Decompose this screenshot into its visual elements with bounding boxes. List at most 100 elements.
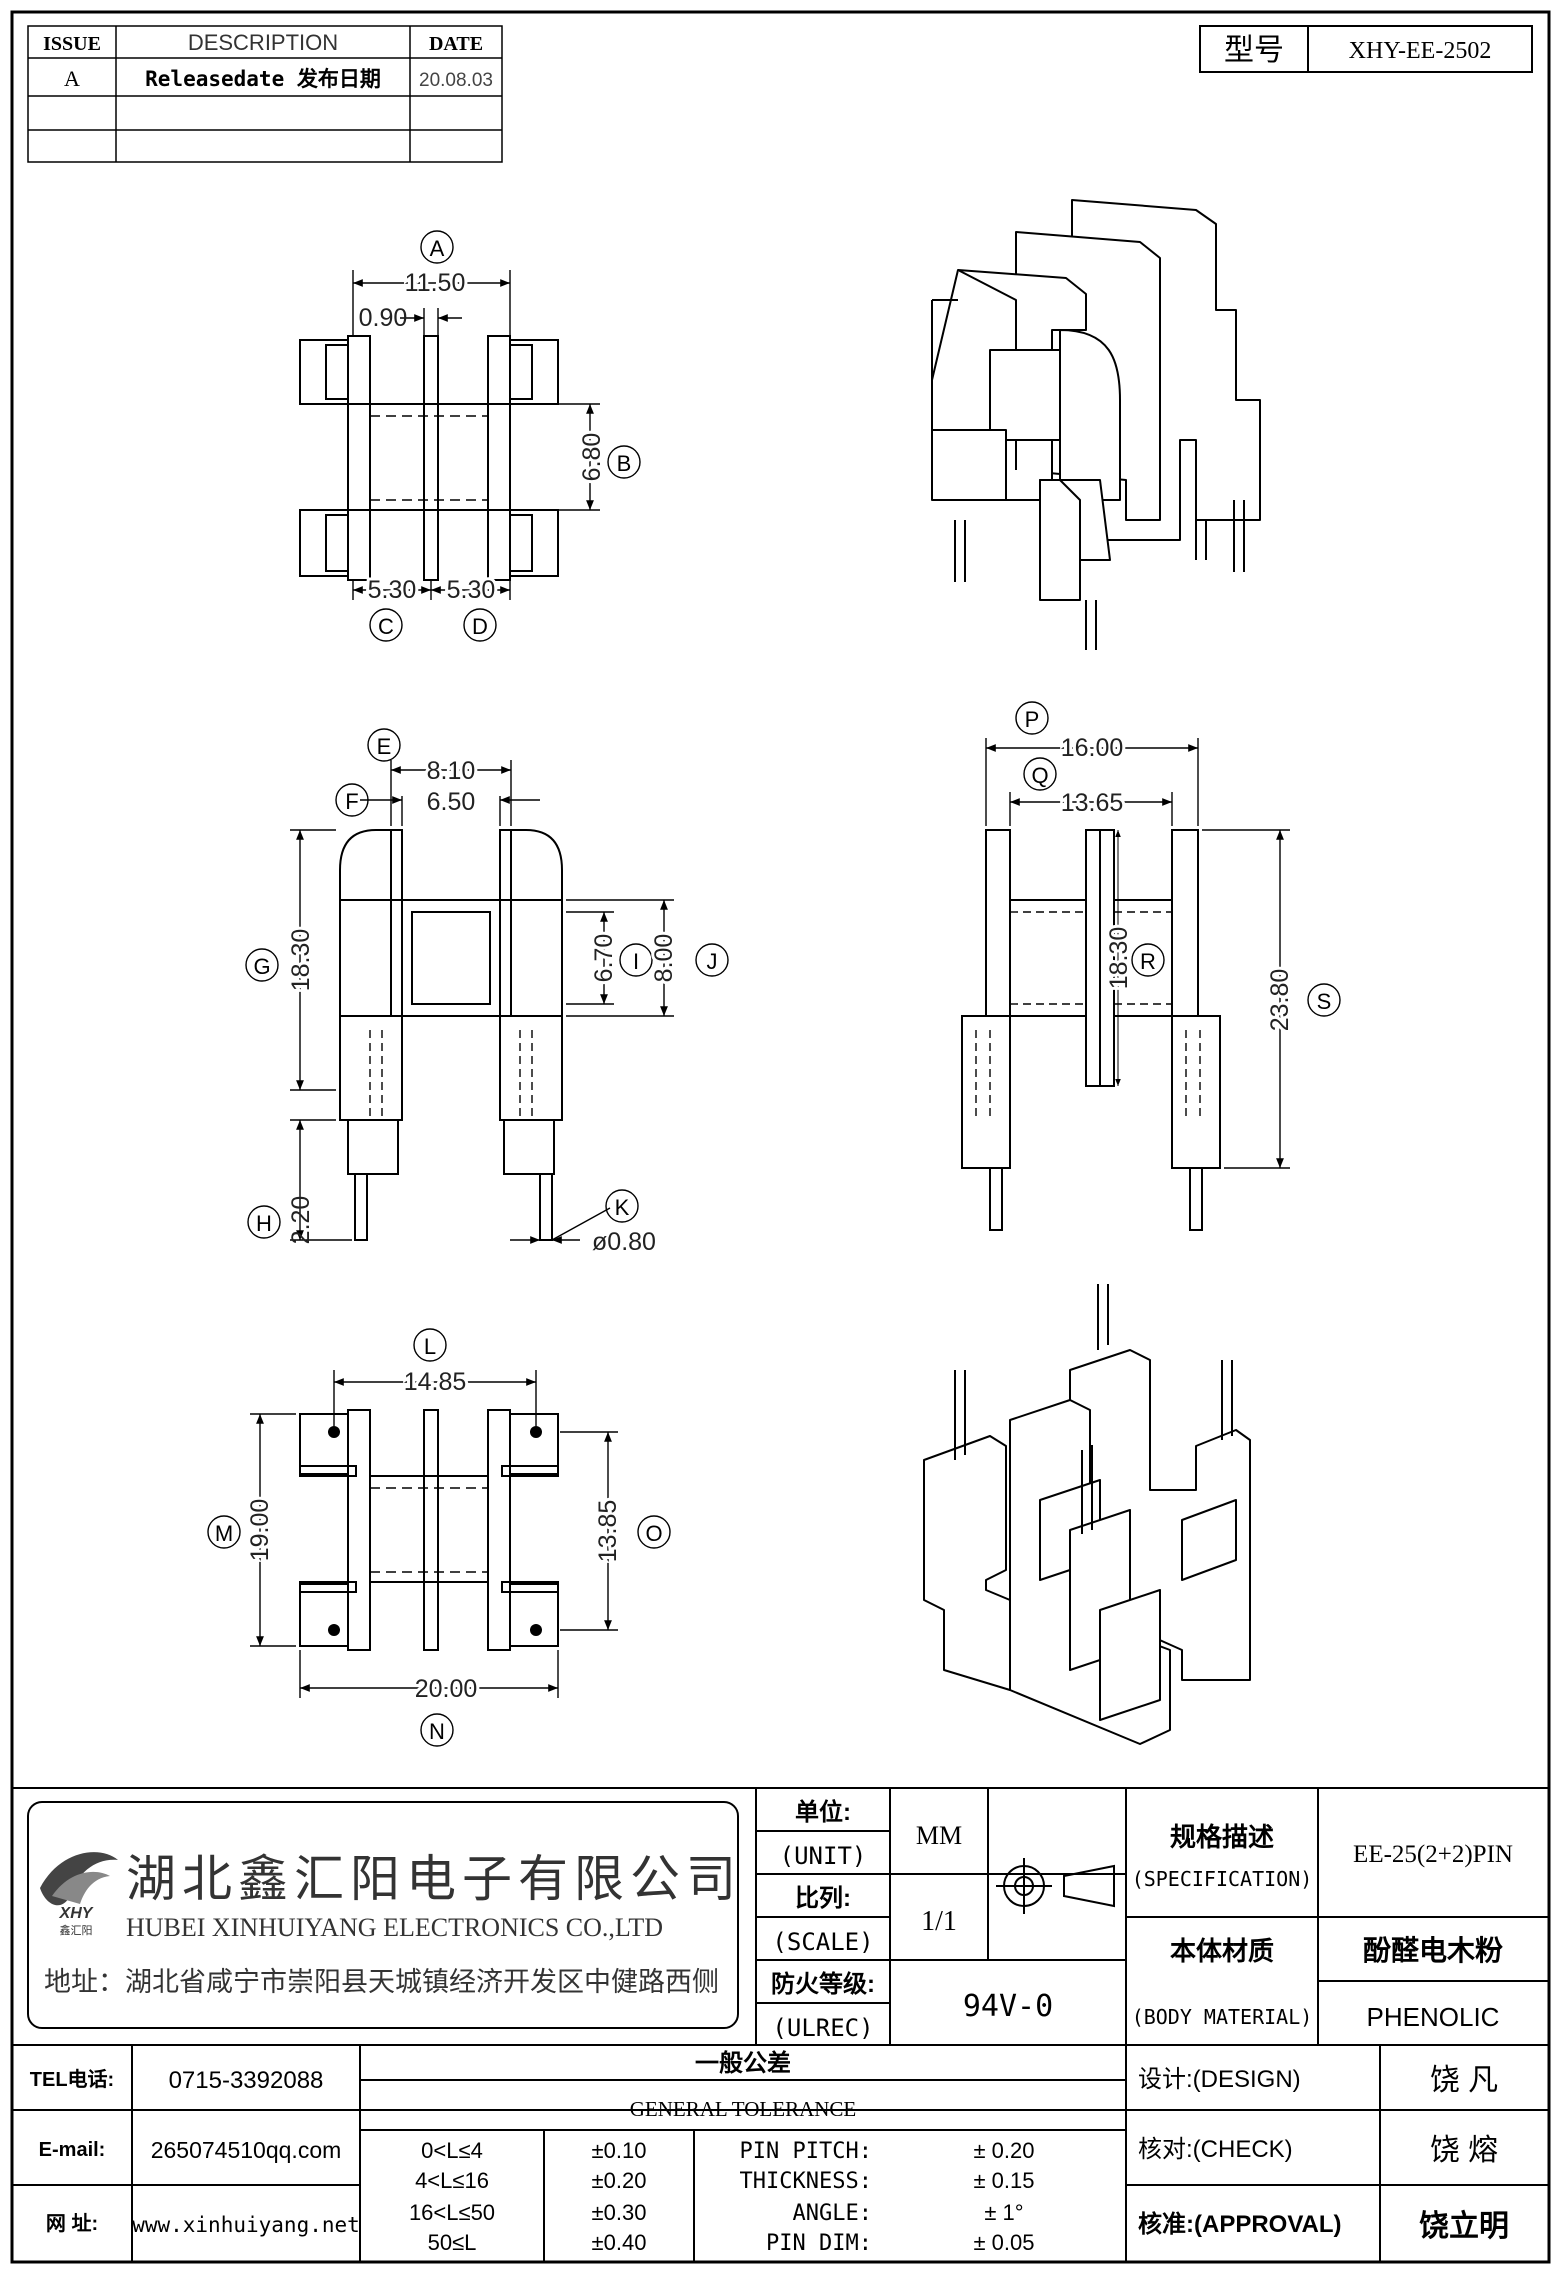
model-box <box>1199 25 1533 73</box>
dim-a-value: 11.50 <box>405 269 466 297</box>
email-value: 265074510qq.com <box>151 2137 342 2163</box>
bottom-pin-marks <box>328 1426 542 1636</box>
email-label: E-mail: <box>39 2139 106 2161</box>
view-side-dimensions <box>985 701 1341 1169</box>
dim-c-callout: C <box>378 614 394 639</box>
revision-header-issue: ISSUE <box>43 33 101 55</box>
tolerance-row-1-value: ± 0.20 <box>973 2138 1034 2163</box>
dim-l-callout: L <box>424 1334 436 1359</box>
spec-label-en: (SPECIFICATION) <box>1132 1867 1313 1891</box>
revision-header-date: DATE <box>429 33 483 55</box>
view-bottom <box>299 1409 559 1651</box>
view-front <box>339 829 563 1241</box>
tolerance-row-2-item: THICKNESS: <box>740 2169 872 2194</box>
dim-h-callout: H <box>256 1211 272 1236</box>
scale-label-en: (SCALE) <box>772 1928 873 1956</box>
dim-f-callout: F <box>345 789 358 814</box>
ul-value: 94V-0 <box>963 1989 1053 2024</box>
dim-f-value: 6.50 <box>427 788 476 816</box>
tolerance-row-4-value: ± 0.05 <box>973 2230 1034 2255</box>
sheet-border <box>10 10 1551 2264</box>
revision-header-description: DESCRIPTION <box>188 30 338 55</box>
tolerance-row-1-tol: ±0.10 <box>592 2138 647 2163</box>
model-label: 型号 <box>1224 34 1284 67</box>
tolerance-row-3-tol: ±0.30 <box>592 2200 647 2225</box>
tel-label: TEL电话: <box>30 2068 114 2091</box>
dim-n-value: 20.00 <box>415 1675 478 1703</box>
dim-r-callout: R <box>1140 949 1156 974</box>
approval-label: 核准:(APPROVAL) <box>1138 2210 1342 2238</box>
dim-o-callout: O <box>645 1521 662 1546</box>
dim-l-value: 14.85 <box>404 1368 467 1396</box>
tolerance-title-en: GENERAL TOLERANCE <box>630 2097 857 2121</box>
view-top <box>299 335 559 581</box>
tolerance-row-4-item: PIN DIM: <box>766 2231 872 2256</box>
dim-p-value: 16.00 <box>1061 734 1124 762</box>
check-value: 饶 熔 <box>1430 2134 1498 2167</box>
dim-i-callout: I <box>633 949 639 974</box>
material-value-cn: 酚醛电木粉 <box>1363 1935 1503 1966</box>
spec-value: EE-25(2+2)PIN <box>1353 1841 1513 1868</box>
tel-value: 0715-3392088 <box>169 2067 324 2094</box>
logo-subtext: 鑫汇阳 <box>60 1923 93 1937</box>
ul-label-cn: 防火等级: <box>771 1970 875 1998</box>
dim-a2-value: 0.90 <box>359 304 408 332</box>
material-label-en: (BODY MATERIAL) <box>1132 2005 1313 2029</box>
company-name-cn: 湖北鑫汇阳电子有限公司 <box>126 1851 742 1907</box>
design-value: 饶 凡 <box>1430 2064 1498 2097</box>
company-name-en: HUBEI XINHUIYANG ELECTRONICS CO.,LTD <box>126 1913 663 1942</box>
company-address: 地址：湖北省咸宁市崇阳县天城镇经济开发区中健路西侧 <box>44 1967 719 1997</box>
dim-h-value: 2.20 <box>287 1196 315 1245</box>
dim-p-callout: P <box>1025 707 1040 732</box>
dim-g-value: 18.30 <box>287 929 315 992</box>
unit-value: MM <box>916 1821 962 1850</box>
view-isometric-upper <box>931 199 1261 650</box>
projection-symbol-icon <box>996 1858 1115 1914</box>
view-front-dimensions <box>245 728 729 1244</box>
view-side <box>961 829 1221 1231</box>
tolerance-row-4-tol: ±0.40 <box>592 2230 647 2255</box>
dim-m-callout: M <box>215 1521 233 1546</box>
dim-s-callout: S <box>1317 989 1332 1014</box>
dim-q-value: 13.65 <box>1061 789 1124 817</box>
dim-g-callout: G <box>253 954 270 979</box>
dim-b-callout: B <box>617 451 632 476</box>
tolerance-row-1-item: PIN PITCH: <box>740 2139 872 2164</box>
revision-row-1-description: Releasedate 发布日期 <box>145 67 381 91</box>
revision-table <box>27 25 503 163</box>
tolerance-row-1-range: 0<L≤4 <box>421 2138 483 2163</box>
web-label: 网 址: <box>46 2212 98 2235</box>
revision-row-1-date: 20.08.03 <box>419 70 493 91</box>
approval-value: 饶立明 <box>1419 2209 1509 2243</box>
tolerance-row-2-value: ± 0.15 <box>973 2168 1034 2193</box>
dim-a-callout: A <box>430 236 445 261</box>
ul-label-en: (ULREC) <box>772 2014 873 2042</box>
dim-m-value: 19.00 <box>246 1499 274 1562</box>
dim-n-callout: N <box>429 1719 445 1744</box>
tolerance-row-3-item: ANGLE: <box>793 2201 872 2226</box>
dim-j-callout: J <box>707 949 718 974</box>
check-label: 核对:(CHECK) <box>1138 2136 1293 2163</box>
dim-j-value: 8.00 <box>650 934 678 983</box>
web-value: www.xinhuiyang.net <box>132 2213 360 2237</box>
scale-label-cn: 比列: <box>795 1885 851 1912</box>
view-bottom-dimensions <box>207 1328 671 1747</box>
dim-d-value: 5.30 <box>447 576 496 604</box>
material-label-cn: 本体材质 <box>1170 1936 1274 1966</box>
logo-mark: XHY <box>59 1905 94 1922</box>
dim-i-value: 6.70 <box>590 934 618 983</box>
dim-s-value: 23.80 <box>1266 969 1294 1032</box>
dim-q-callout: Q <box>1031 763 1048 788</box>
tolerance-row-3-value: ± 1° <box>984 2200 1023 2225</box>
dim-o-value: 13.85 <box>594 1500 622 1563</box>
unit-label-cn: 单位: <box>795 1798 851 1826</box>
view-isometric-lower <box>923 1284 1251 1745</box>
dim-d-callout: D <box>472 614 488 639</box>
dim-c-value: 5.30 <box>368 576 417 604</box>
material-value-en: PHENOLIC <box>1367 2002 1500 2032</box>
logo-swoosh-2-icon <box>52 1871 110 1904</box>
unit-label-en: (UNIT) <box>780 1842 867 1870</box>
tolerance-title-cn: 一般公差 <box>695 2049 791 2077</box>
dim-b-value: 6.80 <box>578 433 606 482</box>
